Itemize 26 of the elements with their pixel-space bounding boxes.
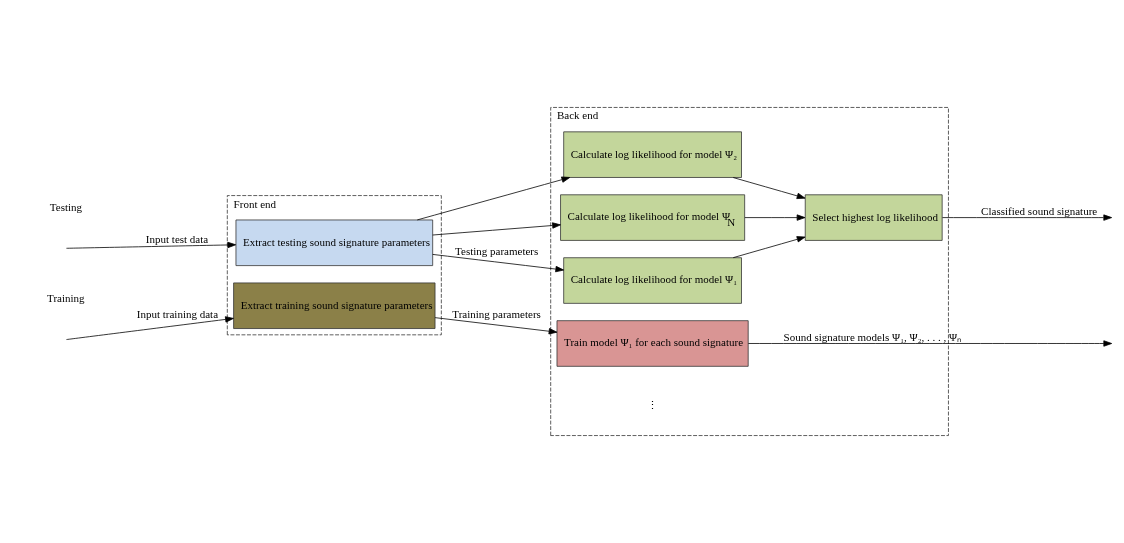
- node-box: Extract testing sound signature parameters: [235, 219, 434, 266]
- arrow: [732, 236, 806, 259]
- edge-label: Training parameters: [452, 307, 541, 320]
- node-box: Calculate log likelihood for model Ψ₁: [563, 257, 742, 304]
- arrow: [432, 254, 565, 273]
- label: Training: [47, 292, 85, 305]
- node-box: Select highest log likelihood: [804, 194, 943, 241]
- node-box: Calculate log likelihood for model Ψ₂: [563, 131, 742, 178]
- edge-label: Input test data: [145, 232, 209, 245]
- edge-label: Testing parameters: [455, 244, 539, 257]
- arrow: [747, 340, 1113, 347]
- arrow: [434, 317, 558, 335]
- arrow: [432, 222, 561, 236]
- arrow: [66, 241, 237, 249]
- label: ⋮: [647, 399, 659, 412]
- edge-label: Sound signature models Ψ₁, Ψ₂, . . . , Ψₙ: [783, 330, 962, 343]
- arrow: [732, 177, 806, 199]
- label: Testing: [49, 201, 83, 214]
- arrow: [66, 316, 234, 340]
- arrow: [416, 176, 571, 221]
- edge-label: Input training data: [136, 307, 219, 320]
- arrow: [942, 214, 1113, 221]
- node-box: Extract training sound signature parameters: [233, 282, 436, 329]
- node-box: Train model Ψ₁ for each sound signature: [556, 320, 749, 367]
- edge-label: Classified sound signature: [981, 204, 1098, 217]
- arrow: [744, 214, 806, 221]
